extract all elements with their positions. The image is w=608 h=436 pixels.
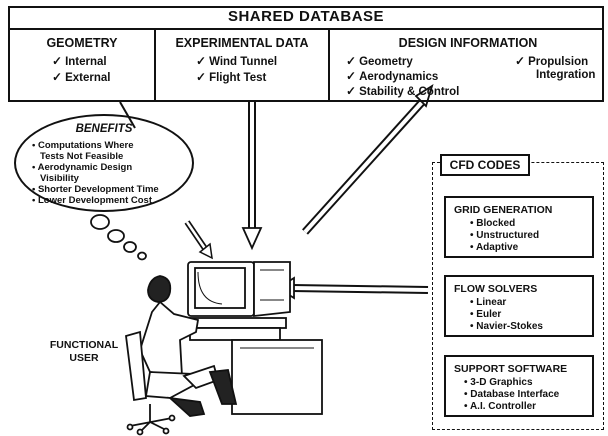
support-software-box: SUPPORT SOFTWARE • 3-D Graphics • Databa…: [444, 355, 594, 417]
functional-user-figure: [125, 275, 238, 436]
experimental-item: ✓Flight Test: [196, 70, 267, 84]
grid-item: • Unstructured: [470, 230, 540, 241]
design-item: ✓Stability & Control: [346, 84, 460, 98]
arrow-db-to-terminal: [241, 102, 263, 251]
design-information-header: DESIGN INFORMATION: [398, 36, 538, 50]
functional-user-label: FUNCTIONAL USER: [49, 339, 119, 364]
column-divider: [328, 30, 330, 102]
experimental-item: ✓Wind Tunnel: [196, 54, 278, 68]
support-item: • A.I. Controller: [464, 401, 537, 412]
flow-solvers-header: FLOW SOLVERS: [454, 283, 538, 295]
bullet-icon: •: [464, 377, 468, 388]
bullet-icon: •: [470, 242, 474, 253]
bullet-icon: •: [470, 230, 474, 241]
check-icon: ✓: [346, 69, 357, 83]
experimental-data-header: EXPERIMENTAL DATA: [175, 36, 309, 50]
check-icon: ✓: [52, 70, 63, 84]
flow-solvers-box: FLOW SOLVERS • Linear • Euler • Navier-S…: [444, 275, 594, 337]
benefit-item: • Shorter Development Time: [32, 184, 159, 195]
benefits-bubble: [14, 114, 194, 212]
check-icon: ✓: [515, 54, 526, 68]
check-icon: ✓: [196, 70, 207, 84]
grid-generation-box: GRID GENERATION • Blocked • Unstructured…: [444, 196, 594, 258]
computer-terminal: [185, 261, 323, 415]
bullet-icon: •: [32, 162, 36, 173]
support-software-header: SUPPORT SOFTWARE: [454, 363, 568, 375]
support-item: • 3-D Graphics: [464, 377, 533, 388]
arrow-terminal-to-db: [302, 83, 434, 235]
design-item: Integration: [536, 69, 596, 81]
support-item: • Database Interface: [464, 389, 560, 400]
bullet-icon: •: [464, 401, 468, 412]
geometry-item: ✓Internal: [52, 54, 107, 68]
thought-bubbles: [90, 214, 147, 261]
shared-database-box: [8, 6, 604, 102]
flow-item: • Euler: [470, 309, 502, 320]
bullet-icon: •: [464, 389, 468, 400]
design-item: ✓Geometry: [346, 54, 413, 68]
geometry-item: ✓External: [52, 70, 111, 84]
benefit-item: Visibility: [40, 173, 79, 184]
benefits-title: BENEFITS: [75, 123, 133, 135]
benefit-item: • Aerodynamic Design: [32, 162, 133, 173]
bullet-icon: •: [470, 321, 474, 332]
shared-database-title: SHARED DATABASE: [8, 6, 604, 30]
benefit-item: Tests Not Feasible: [40, 151, 124, 162]
cfd-codes-title: CFD CODES: [440, 154, 530, 176]
check-icon: ✓: [52, 54, 63, 68]
flow-item: • Linear: [470, 297, 507, 308]
bullet-icon: •: [32, 140, 36, 151]
design-item: ✓Propulsion: [515, 54, 589, 68]
benefit-item: • Computations Where: [32, 140, 134, 151]
column-divider: [154, 30, 156, 102]
bullet-icon: •: [470, 297, 474, 308]
bullet-icon: •: [32, 195, 36, 206]
check-icon: ✓: [346, 54, 357, 68]
grid-generation-header: GRID GENERATION: [454, 204, 553, 216]
design-item: ✓Aerodynamics: [346, 69, 439, 83]
flow-item: • Navier-Stokes: [470, 321, 543, 332]
bullet-icon: •: [470, 218, 474, 229]
arrow-cfd-to-terminal: [276, 276, 429, 300]
geometry-header: GEOMETRY: [46, 36, 118, 50]
benefit-item: • Lower Development Cost: [32, 195, 152, 206]
grid-item: • Blocked: [470, 218, 516, 229]
check-icon: ✓: [196, 54, 207, 68]
bullet-icon: •: [470, 309, 474, 320]
check-icon: ✓: [346, 84, 357, 98]
bullet-icon: •: [32, 184, 36, 195]
grid-item: • Adaptive: [470, 242, 519, 253]
